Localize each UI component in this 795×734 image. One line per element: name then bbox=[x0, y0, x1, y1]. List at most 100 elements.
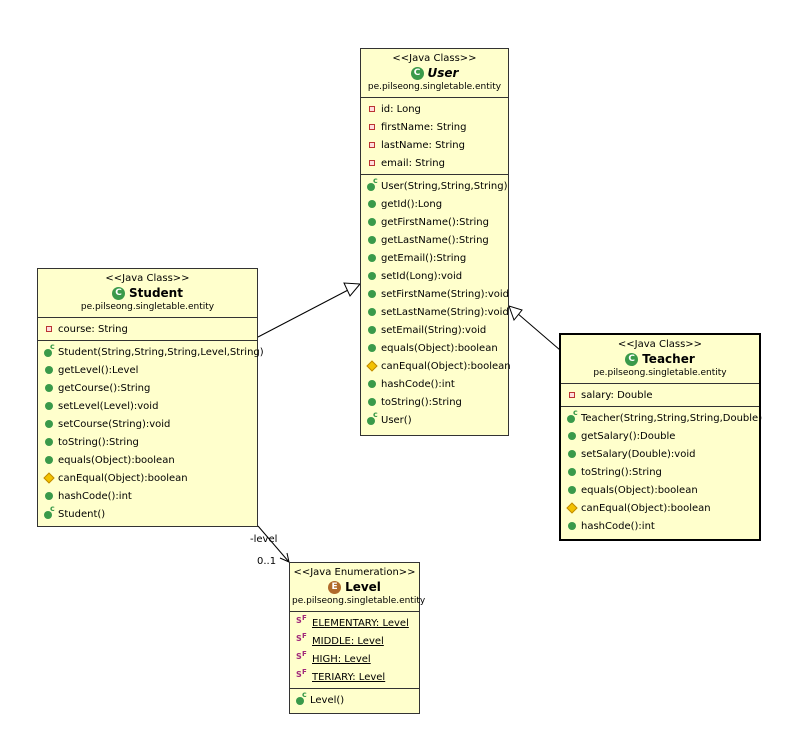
user-class-box[interactable]: <<Java Class>> C User pe.pilseong.single… bbox=[360, 48, 511, 436]
attribute-text: salary: Double bbox=[581, 389, 653, 401]
attribute-compartment: salary: Double bbox=[561, 384, 759, 407]
operation-row[interactable]: getLastName():String bbox=[361, 231, 508, 249]
operation-text: setId(Long):void bbox=[381, 270, 463, 282]
teacher-class-box[interactable]: <<Java Class>> C Teacher pe.pilseong.sin… bbox=[559, 333, 762, 541]
class-header: <<Java Class>> C Teacher pe.pilseong.sin… bbox=[561, 335, 759, 384]
operation-row[interactable]: User(String,String,String) bbox=[361, 176, 508, 195]
constructor-icon bbox=[567, 408, 578, 423]
operation-row[interactable]: toString():String bbox=[38, 433, 257, 451]
operation-row[interactable]: equals(Object):boolean bbox=[38, 451, 257, 469]
operation-row[interactable]: hashCode():int bbox=[361, 375, 508, 393]
operation-row[interactable]: Level() bbox=[290, 690, 419, 709]
class-icon: C bbox=[625, 352, 639, 366]
operation-row[interactable]: setSalary(Double):void bbox=[561, 445, 759, 463]
operation-row[interactable]: Teacher(String,String,String,Double) bbox=[561, 408, 762, 427]
operation-text: getLastName():String bbox=[381, 234, 489, 246]
operation-text: hashCode():int bbox=[581, 520, 655, 532]
operation-row[interactable]: setEmail(String):void bbox=[361, 321, 508, 339]
class-name-text: Teacher bbox=[642, 352, 695, 366]
level-enum-box[interactable]: <<Java Enumeration>> E Level pe.pilseong… bbox=[289, 562, 425, 714]
operation-row[interactable]: getFirstName():String bbox=[361, 213, 508, 231]
operation-row[interactable]: setLevel(Level):void bbox=[38, 397, 257, 415]
operation-text: getFirstName():String bbox=[381, 216, 489, 228]
operation-row[interactable]: User() bbox=[361, 410, 508, 429]
attribute-text: MIDDLE: Level bbox=[312, 635, 384, 647]
operation-row[interactable]: setId(Long):void bbox=[361, 267, 508, 285]
private-field-icon bbox=[567, 390, 577, 400]
operation-row[interactable]: equals(Object):boolean bbox=[561, 481, 759, 499]
operation-text: setFirstName(String):void bbox=[381, 288, 510, 300]
attribute-row[interactable]: ELEMENTARY: Level bbox=[290, 614, 419, 632]
attribute-row[interactable]: lastName: String bbox=[361, 136, 508, 154]
operation-text: equals(Object):boolean bbox=[581, 484, 698, 496]
operation-row[interactable]: canEqual(Object):boolean bbox=[561, 499, 759, 517]
static-final-field-icon bbox=[296, 668, 308, 682]
teacher-generalization-line bbox=[516, 312, 561, 351]
abstract-class-icon: C bbox=[410, 66, 424, 80]
operation-compartment: Level() bbox=[290, 689, 419, 711]
public-method-icon bbox=[367, 379, 377, 389]
public-method-icon bbox=[44, 491, 54, 501]
attribute-text: course: String bbox=[58, 323, 128, 335]
public-method-icon bbox=[367, 235, 377, 245]
attribute-text: lastName: String bbox=[381, 139, 465, 151]
public-method-icon bbox=[367, 343, 377, 353]
attribute-row[interactable]: salary: Double bbox=[561, 386, 759, 404]
operation-text: setEmail(String):void bbox=[381, 324, 487, 336]
operation-row[interactable]: Student(String,String,String,Level,Strin… bbox=[38, 342, 264, 361]
class-name: C Teacher bbox=[563, 351, 757, 367]
operation-text: hashCode():int bbox=[381, 378, 455, 390]
attribute-row[interactable]: email: String bbox=[361, 154, 508, 172]
enum-icon: E bbox=[328, 580, 342, 594]
class-stereotype: <<Java Enumeration>> bbox=[293, 567, 416, 578]
class-name: E Level bbox=[292, 579, 417, 595]
operation-row[interactable]: toString():String bbox=[561, 463, 759, 481]
public-method-icon bbox=[567, 431, 577, 441]
public-method-icon bbox=[567, 467, 577, 477]
operation-row[interactable]: setCourse(String):void bbox=[38, 415, 257, 433]
class-name-text: Student bbox=[129, 286, 183, 300]
class-header: <<Java Class>> C User pe.pilseong.single… bbox=[361, 49, 508, 98]
constructor-icon bbox=[44, 504, 55, 519]
operation-text: toString():String bbox=[58, 436, 139, 448]
operation-row[interactable]: canEqual(Object):boolean bbox=[38, 469, 257, 487]
attribute-row[interactable]: course: String bbox=[38, 320, 257, 338]
class-name: C Student bbox=[40, 285, 255, 301]
class-name-text: Level bbox=[345, 580, 381, 594]
attribute-row[interactable]: id: Long bbox=[361, 100, 508, 118]
operation-row[interactable]: toString():String bbox=[361, 393, 508, 411]
operation-row[interactable]: getSalary():Double bbox=[561, 427, 759, 445]
public-method-icon bbox=[367, 217, 377, 227]
operation-row[interactable]: getLevel():Level bbox=[38, 361, 257, 379]
operation-row[interactable]: hashCode():int bbox=[38, 487, 257, 505]
static-final-field-icon bbox=[296, 650, 308, 664]
public-method-icon bbox=[44, 455, 54, 465]
constructor-icon bbox=[44, 342, 55, 357]
operation-text: User() bbox=[381, 414, 412, 426]
attribute-text: HIGH: Level bbox=[312, 653, 371, 665]
operation-text: setLevel(Level):void bbox=[58, 400, 159, 412]
attribute-row[interactable]: MIDDLE: Level bbox=[290, 632, 419, 650]
operation-row[interactable]: Student() bbox=[38, 504, 257, 523]
operation-row[interactable]: setLastName(String):void bbox=[361, 303, 509, 321]
operation-row[interactable]: getId():Long bbox=[361, 195, 508, 213]
attribute-row[interactable]: firstName: String bbox=[361, 118, 508, 136]
public-method-icon bbox=[44, 365, 54, 375]
operation-row[interactable]: setFirstName(String):void bbox=[361, 285, 510, 303]
static-final-field-icon bbox=[296, 632, 308, 646]
public-method-icon bbox=[367, 289, 377, 299]
student-class-box[interactable]: <<Java Class>> C Student pe.pilseong.sin… bbox=[37, 268, 264, 527]
attribute-row[interactable]: TERIARY: Level bbox=[290, 668, 419, 686]
operation-row[interactable]: getEmail():String bbox=[361, 249, 508, 267]
operation-row[interactable]: getCourse():String bbox=[38, 379, 257, 397]
operation-text: getSalary():Double bbox=[581, 430, 676, 442]
class-name: C User bbox=[363, 65, 506, 81]
operation-row[interactable]: hashCode():int bbox=[561, 517, 759, 535]
class-stereotype: <<Java Class>> bbox=[392, 53, 477, 64]
attribute-row[interactable]: HIGH: Level bbox=[290, 650, 419, 668]
operation-text: User(String,String,String) bbox=[381, 180, 508, 192]
operation-row[interactable]: equals(Object):boolean bbox=[361, 339, 508, 357]
operation-row[interactable]: canEqual(Object):boolean bbox=[361, 357, 511, 375]
